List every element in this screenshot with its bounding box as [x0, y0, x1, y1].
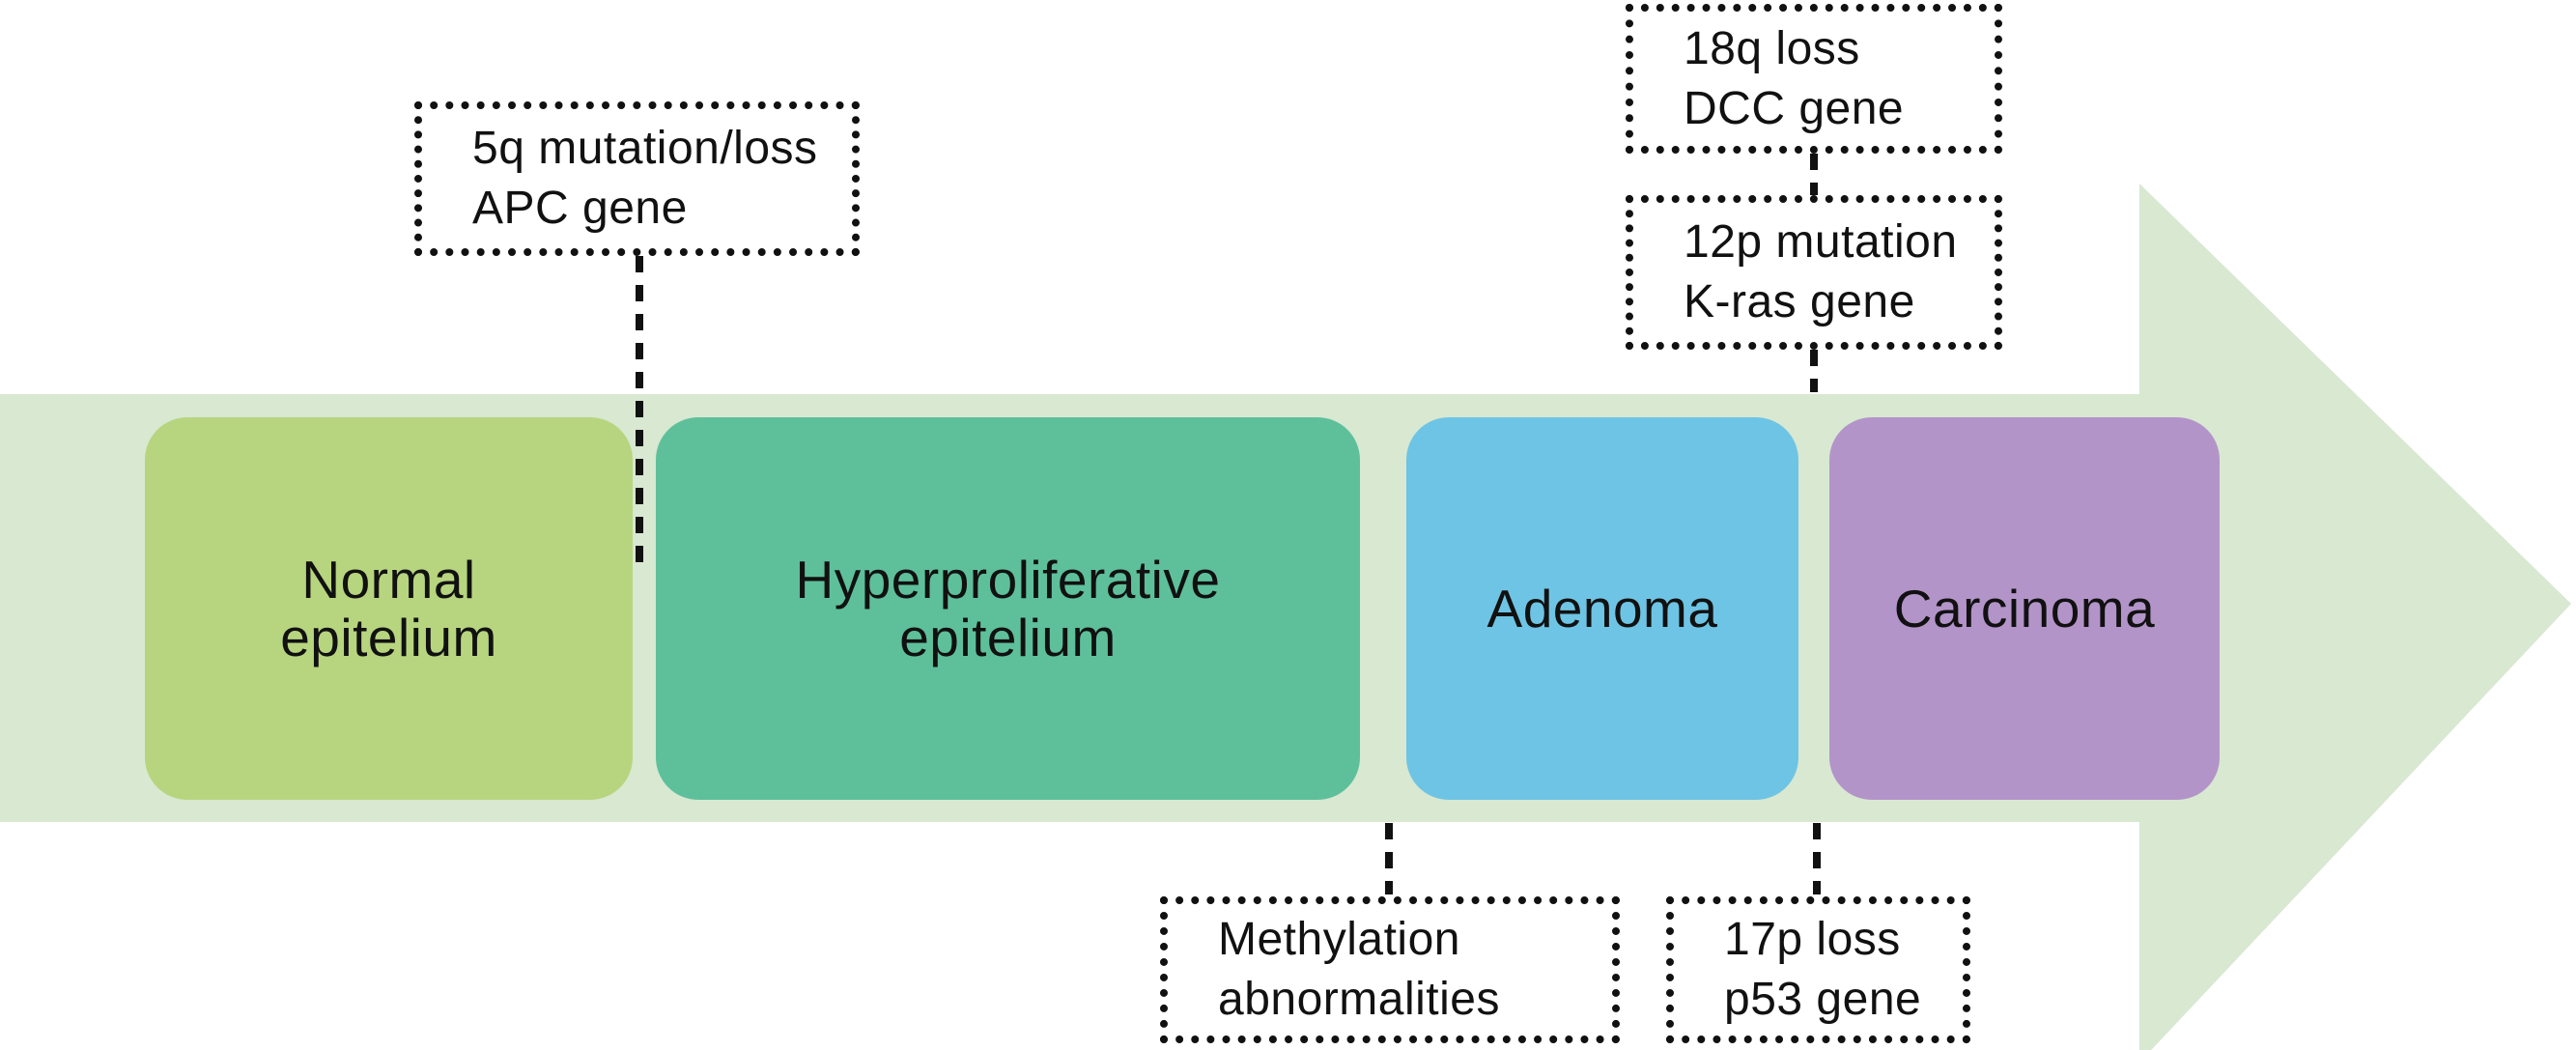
stage-box-hyperproliferative-epitelium: Hyperproliferative epitelium [656, 417, 1360, 800]
stage-label-line: Normal [301, 550, 476, 610]
annotation-label-line: p53 gene [1724, 974, 1922, 1025]
annotation-label-line: 12p mutation [1684, 216, 1958, 268]
annotation-label-line: DCC gene [1684, 82, 1905, 134]
stage-box-normal-epitelium: Normal epitelium [145, 417, 633, 800]
annotation-label-line: 5q mutation/loss [472, 123, 818, 174]
annotation-label-line: 17p loss [1724, 914, 1901, 965]
stage-box-adenoma: Adenoma [1406, 417, 1798, 800]
stage-label-line: Adenoma [1486, 579, 1718, 639]
stage-label-line: epitelium [899, 608, 1117, 667]
annotation-label-line: K-ras gene [1684, 276, 1915, 327]
annotation-box-kras: 12p mutation K-ras gene [1626, 195, 2002, 350]
stage-box-carcinoma: Carcinoma [1829, 417, 2220, 800]
stage-label-line: epitelium [280, 608, 497, 667]
annotation-box-dcc: 18q loss DCC gene [1626, 4, 2002, 154]
stage-label-line: Carcinoma [1893, 579, 2156, 639]
annotation-box-apc: 5q mutation/loss APC gene [414, 101, 860, 256]
annotation-box-methylation: Methylation abnormalities [1160, 896, 1620, 1043]
annotation-label-line: 18q loss [1684, 22, 1860, 74]
stage-label-line: Hyperproliferative [795, 550, 1221, 610]
annotation-label-line: Methylation [1218, 914, 1460, 965]
arrow-head [2139, 184, 2571, 1050]
annotation-label-line: abnormalities [1218, 974, 1500, 1025]
annotation-box-p53: 17p loss p53 gene [1666, 896, 1970, 1043]
annotation-label-line: APC gene [472, 183, 688, 234]
